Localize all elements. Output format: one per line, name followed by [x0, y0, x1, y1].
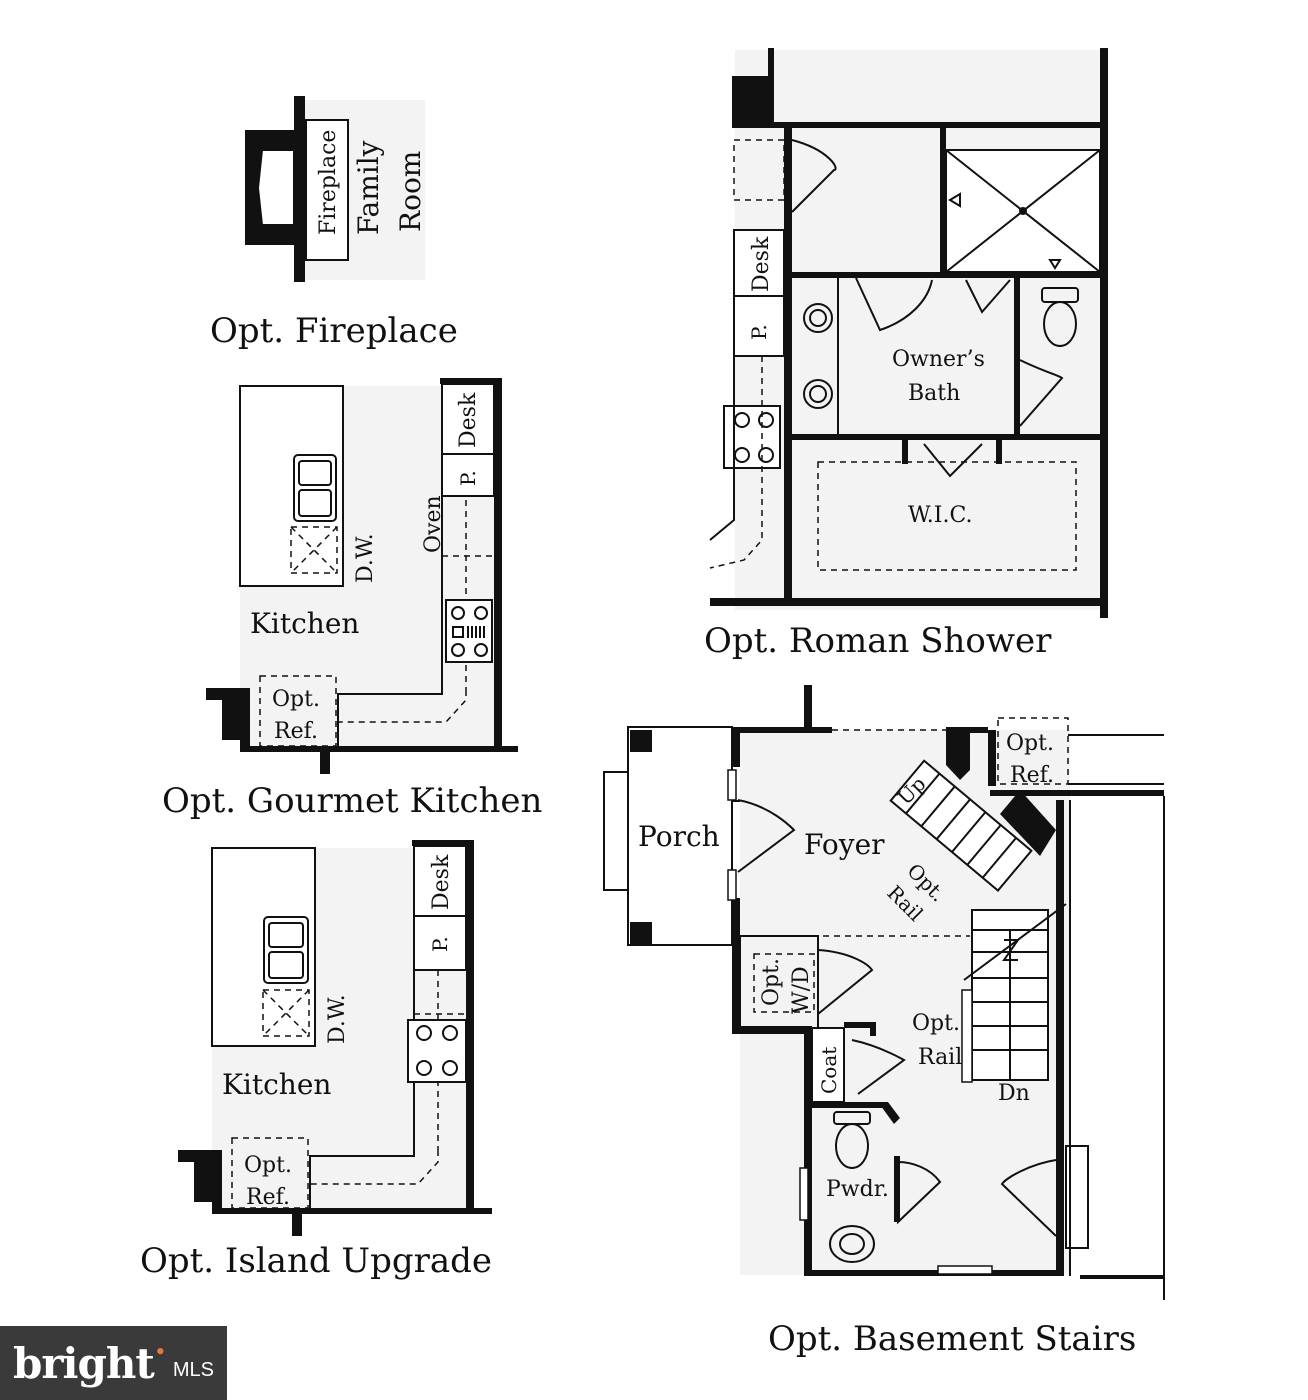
bs-ref-line2: Ref. [1010, 763, 1054, 788]
fireplace-panel: Fireplace Family Room Opt. Fireplace [210, 96, 458, 351]
rs-bath-line1: Owner’s [892, 347, 985, 372]
iu-pantry-label: P. [428, 936, 452, 952]
iu-ref-line2: Ref. [246, 1185, 290, 1210]
fireplace-label: Fireplace [316, 130, 341, 235]
bs-foyer-label: Foyer [804, 828, 885, 861]
iu-desk-label: Desk [429, 854, 454, 910]
room-label: Room [394, 151, 427, 232]
bright-mls-watermark: bright • MLS [0, 1326, 227, 1400]
bs-down-label: Dn [998, 1081, 1030, 1106]
fireplace-title: Opt. Fireplace [210, 311, 458, 351]
watermark-suffix: MLS [172, 1358, 214, 1381]
watermark-dot-icon: • [155, 1337, 165, 1366]
rs-closet-label: W.I.C. [908, 503, 973, 528]
island-upgrade-title: Opt. Island Upgrade [140, 1241, 492, 1281]
rs-desk-label: Desk [749, 236, 774, 292]
watermark-brand: bright [13, 1338, 155, 1388]
bs-rail2-line2: Rail [918, 1045, 962, 1070]
iu-ref-line1: Opt. [244, 1153, 292, 1178]
gk-kitchen-label: Kitchen [250, 607, 359, 640]
family-label: Family [352, 140, 385, 235]
bs-ref-line1: Opt. [1006, 731, 1054, 756]
bs-wd-line1: Opt. [759, 958, 784, 1006]
iu-dw-label: D.W. [325, 994, 350, 1044]
bs-rail2-line1: Opt. [912, 1011, 960, 1036]
iu-kitchen-label: Kitchen [222, 1068, 331, 1101]
basement-stairs-panel: Porch Opt. Ref. [603, 685, 1165, 1359]
island-upgrade-panel: D.W. Desk P. Opt. Ref. Kitchen Opt. Isla… [140, 840, 492, 1281]
bs-porch-label: Porch [638, 820, 720, 853]
roman-shower-panel: Desk P. Owner’s Bath [704, 48, 1108, 661]
bs-coat-label: Coat [817, 1047, 841, 1094]
bs-powder-label: Pwdr. [826, 1177, 889, 1202]
gk-desk-label: Desk [456, 392, 481, 448]
gk-ref-line1: Opt. [272, 687, 320, 712]
roman-shower-title: Opt. Roman Shower [704, 621, 1052, 661]
rs-pantry-label: P. [747, 324, 771, 340]
gourmet-kitchen-title: Opt. Gourmet Kitchen [162, 781, 542, 821]
gk-pantry-label: P. [456, 470, 480, 486]
gourmet-kitchen-panel: D.W. Desk P. Oven Opt. Ref. Kitchen O [162, 378, 542, 821]
gk-dw-label: D.W. [353, 533, 378, 583]
rs-bath-line2: Bath [908, 381, 960, 406]
bs-wd-line2: W/D [789, 966, 814, 1014]
gk-ref-line2: Ref. [274, 719, 318, 744]
basement-stairs-title: Opt. Basement Stairs [768, 1319, 1136, 1359]
